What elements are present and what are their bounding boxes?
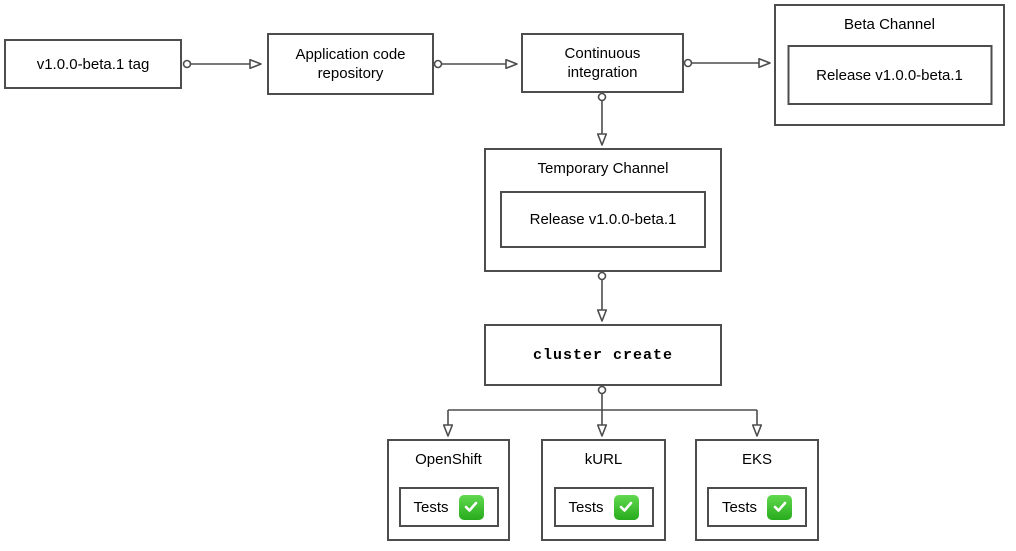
edge-repo-to-ci [433, 58, 518, 70]
tests-label: Tests [721, 498, 757, 516]
green-check-icon [458, 494, 484, 520]
arrowhead-icon [442, 424, 454, 437]
cluster-create-label: cluster create [532, 346, 674, 364]
continuous-integration-label: Continuous integration [564, 45, 641, 81]
arrowhead-icon [249, 58, 262, 70]
edge-source-dot [433, 59, 443, 69]
openshift-title: OpenShift [415, 451, 482, 468]
group-cluster-openshift: OpenShift Tests [387, 439, 510, 541]
arrowhead-icon [596, 424, 608, 437]
arrowhead-icon [596, 309, 608, 322]
node-beta-release: Release v1.0.0-beta.1 [787, 45, 992, 105]
edge-tag-to-repo [182, 58, 262, 70]
edge-source-dot [597, 385, 607, 395]
edge-source-dot [683, 58, 693, 68]
edge-source-dot [597, 271, 607, 281]
arrowhead-icon [505, 58, 518, 70]
node-app-repository: Application code repository [267, 33, 434, 95]
group-beta-channel: Beta Channel Release v1.0.0-beta.1 [774, 4, 1005, 126]
node-temporary-release: Release v1.0.0-beta.1 [500, 191, 706, 248]
beta-release-label: Release v1.0.0-beta.1 [816, 66, 963, 84]
node-kurl-tests: Tests [553, 487, 654, 527]
arrowhead-icon [751, 424, 763, 437]
app-repository-label: Application code repository [295, 46, 406, 82]
tests-label: Tests [413, 498, 449, 516]
green-check-icon [767, 494, 792, 520]
edge-source-dot [597, 92, 607, 102]
group-temporary-channel: Temporary Channel Release v1.0.0-beta.1 [484, 148, 722, 272]
beta-channel-title: Beta Channel [844, 16, 935, 33]
version-tag-label: v1.0.0-beta.1 tag [36, 55, 150, 73]
node-cluster-create: cluster create [484, 324, 722, 386]
green-check-icon [613, 494, 639, 520]
kurl-title: kURL [584, 451, 623, 468]
arrowhead-icon [596, 133, 608, 146]
node-continuous-integration: Continuous integration [521, 33, 684, 93]
node-eks-tests: Tests [707, 487, 807, 527]
temporary-channel-title: Temporary Channel [537, 160, 669, 177]
edge-cluster-create-to-clusters [442, 385, 763, 437]
edge-source-dot [182, 59, 192, 69]
edge-ci-to-beta [683, 57, 771, 69]
group-cluster-kurl: kURL Tests [541, 439, 666, 541]
temporary-release-label: Release v1.0.0-beta.1 [529, 211, 677, 228]
node-openshift-tests: Tests [398, 487, 499, 527]
eks-title: EKS [741, 451, 772, 468]
group-cluster-eks: EKS Tests [695, 439, 819, 541]
tests-label: Tests [568, 498, 604, 516]
edge-ci-to-temp [596, 92, 608, 146]
node-version-tag: v1.0.0-beta.1 tag [4, 39, 182, 89]
arrowhead-icon [758, 57, 771, 69]
edge-temp-to-cluster-create [596, 271, 608, 322]
